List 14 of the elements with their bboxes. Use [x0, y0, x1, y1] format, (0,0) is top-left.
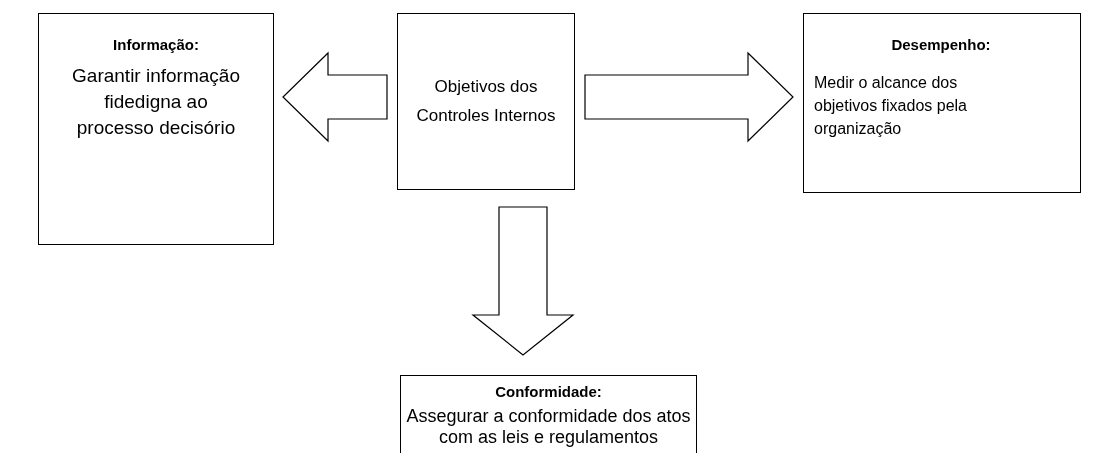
- objective-box: [397, 13, 575, 190]
- box-text: Garantir informação fidedigna ao processo decisório: [71, 64, 241, 141]
- block-arrow: [584, 51, 794, 143]
- category-box: [400, 375, 697, 453]
- block-arrow: [282, 51, 388, 143]
- box-heading: Informação:: [113, 36, 199, 53]
- block-arrow: [471, 206, 575, 356]
- box-text: Objetivos dos Controles Internos: [415, 75, 557, 127]
- box-heading: Desempenho:: [891, 36, 991, 53]
- box-text: Assegurar a conformidade dos atos com as leis e regulamentos: [405, 406, 692, 448]
- category-box: [38, 13, 274, 245]
- category-box: [803, 13, 1081, 193]
- box-heading: Conformidade:: [495, 383, 602, 400]
- box-text: Medir o alcance dos objetivos fixados pela organização: [814, 73, 968, 140]
